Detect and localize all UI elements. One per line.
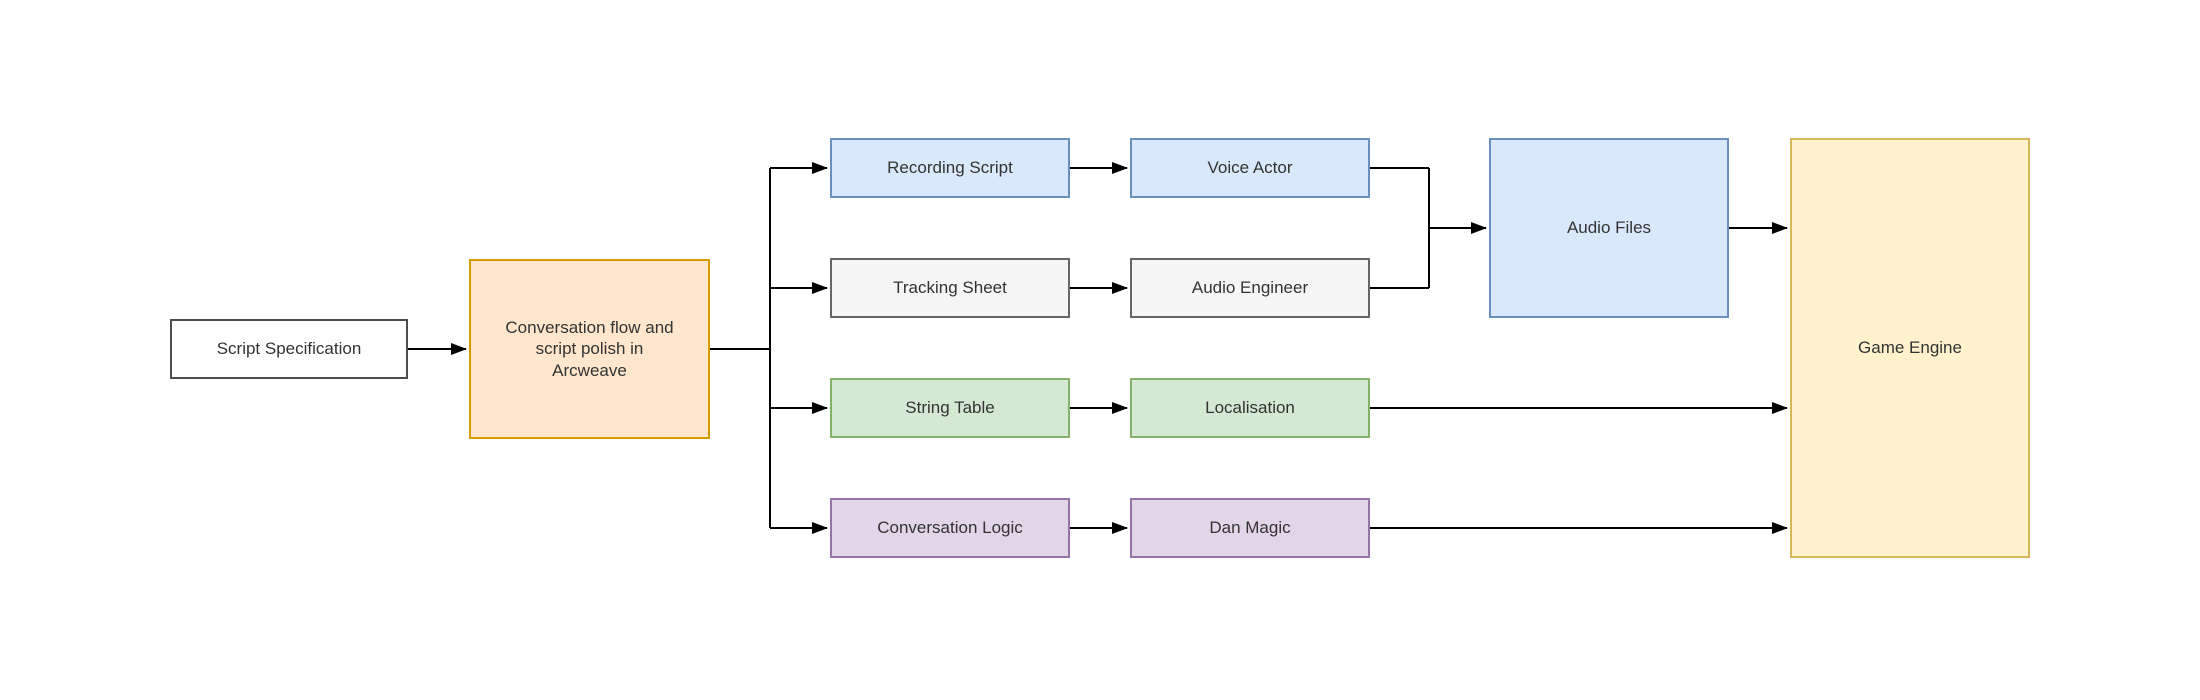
node-recording-script: Recording Script <box>830 138 1070 198</box>
node-dan-magic: Dan Magic <box>1130 498 1370 558</box>
node-label: String Table <box>905 398 995 418</box>
node-label: Localisation <box>1205 398 1295 418</box>
node-script-specification: Script Specification <box>170 319 408 379</box>
node-audio-files: Audio Files <box>1489 138 1729 318</box>
node-label: Conversation Logic <box>877 518 1023 538</box>
node-tracking-sheet: Tracking Sheet <box>830 258 1070 318</box>
node-label: Tracking Sheet <box>893 278 1007 298</box>
node-label: Voice Actor <box>1207 158 1293 178</box>
node-arcweave-polish: Conversation flow and script polish in A… <box>469 259 710 439</box>
node-label: Game Engine <box>1858 338 1962 358</box>
node-label: Script Specification <box>216 339 362 359</box>
node-localisation: Localisation <box>1130 378 1370 438</box>
node-label: Recording Script <box>887 158 1013 178</box>
node-string-table: String Table <box>830 378 1070 438</box>
node-conversation-logic: Conversation Logic <box>830 498 1070 558</box>
node-voice-actor: Voice Actor <box>1130 138 1370 198</box>
node-game-engine: Game Engine <box>1790 138 2030 558</box>
node-audio-engineer: Audio Engineer <box>1130 258 1370 318</box>
node-label: Conversation flow and script polish in A… <box>505 318 674 380</box>
node-label: Audio Engineer <box>1191 278 1309 298</box>
node-label: Audio Files <box>1566 218 1652 238</box>
node-label: Dan Magic <box>1209 518 1291 538</box>
